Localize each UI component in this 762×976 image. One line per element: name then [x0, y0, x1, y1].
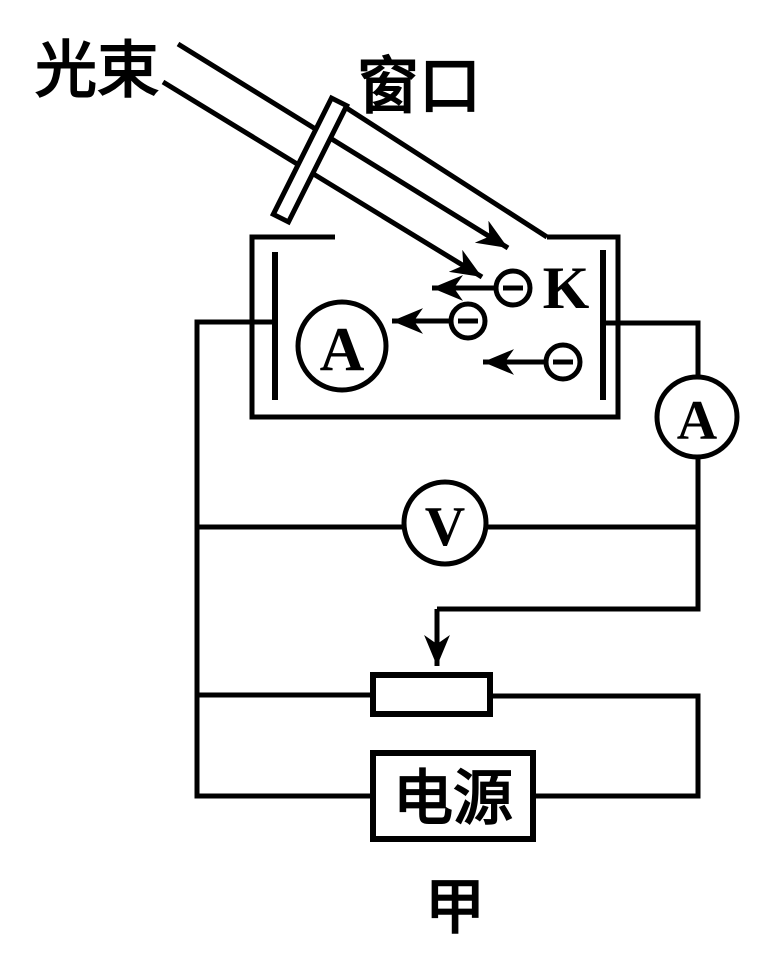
anode-circle [295, 299, 389, 393]
light-ray-2 [161, 79, 484, 280]
wire-rheostat-to-power [490, 693, 701, 799]
figure-caption: 甲 [425, 873, 485, 943]
anode-label: A [320, 316, 365, 384]
window-label: 窗口 [357, 50, 481, 123]
cathode-label: K [543, 255, 590, 321]
electron-1 [432, 268, 533, 308]
electron-3 [483, 342, 583, 382]
voltmeter-label: V [425, 496, 465, 558]
window-funnel-edge [343, 104, 549, 240]
electron-2 [392, 301, 488, 341]
wire-ammeter-to-wiper [437, 456, 701, 612]
light-ray-1 [176, 41, 510, 251]
rheostat-box [370, 672, 493, 717]
phototube-outline [249, 234, 621, 420]
ammeter-circle [654, 374, 740, 460]
power-supply-label: 电源 [393, 764, 513, 834]
wire-left-rail [194, 319, 373, 799]
ammeter-label: A [677, 390, 718, 452]
window-slab [269, 94, 351, 226]
light-beam-label: 光束 [35, 34, 159, 107]
wire-cathode-to-ammeter [603, 320, 701, 378]
power-supply-box [370, 750, 536, 842]
voltmeter-circle [401, 479, 489, 567]
